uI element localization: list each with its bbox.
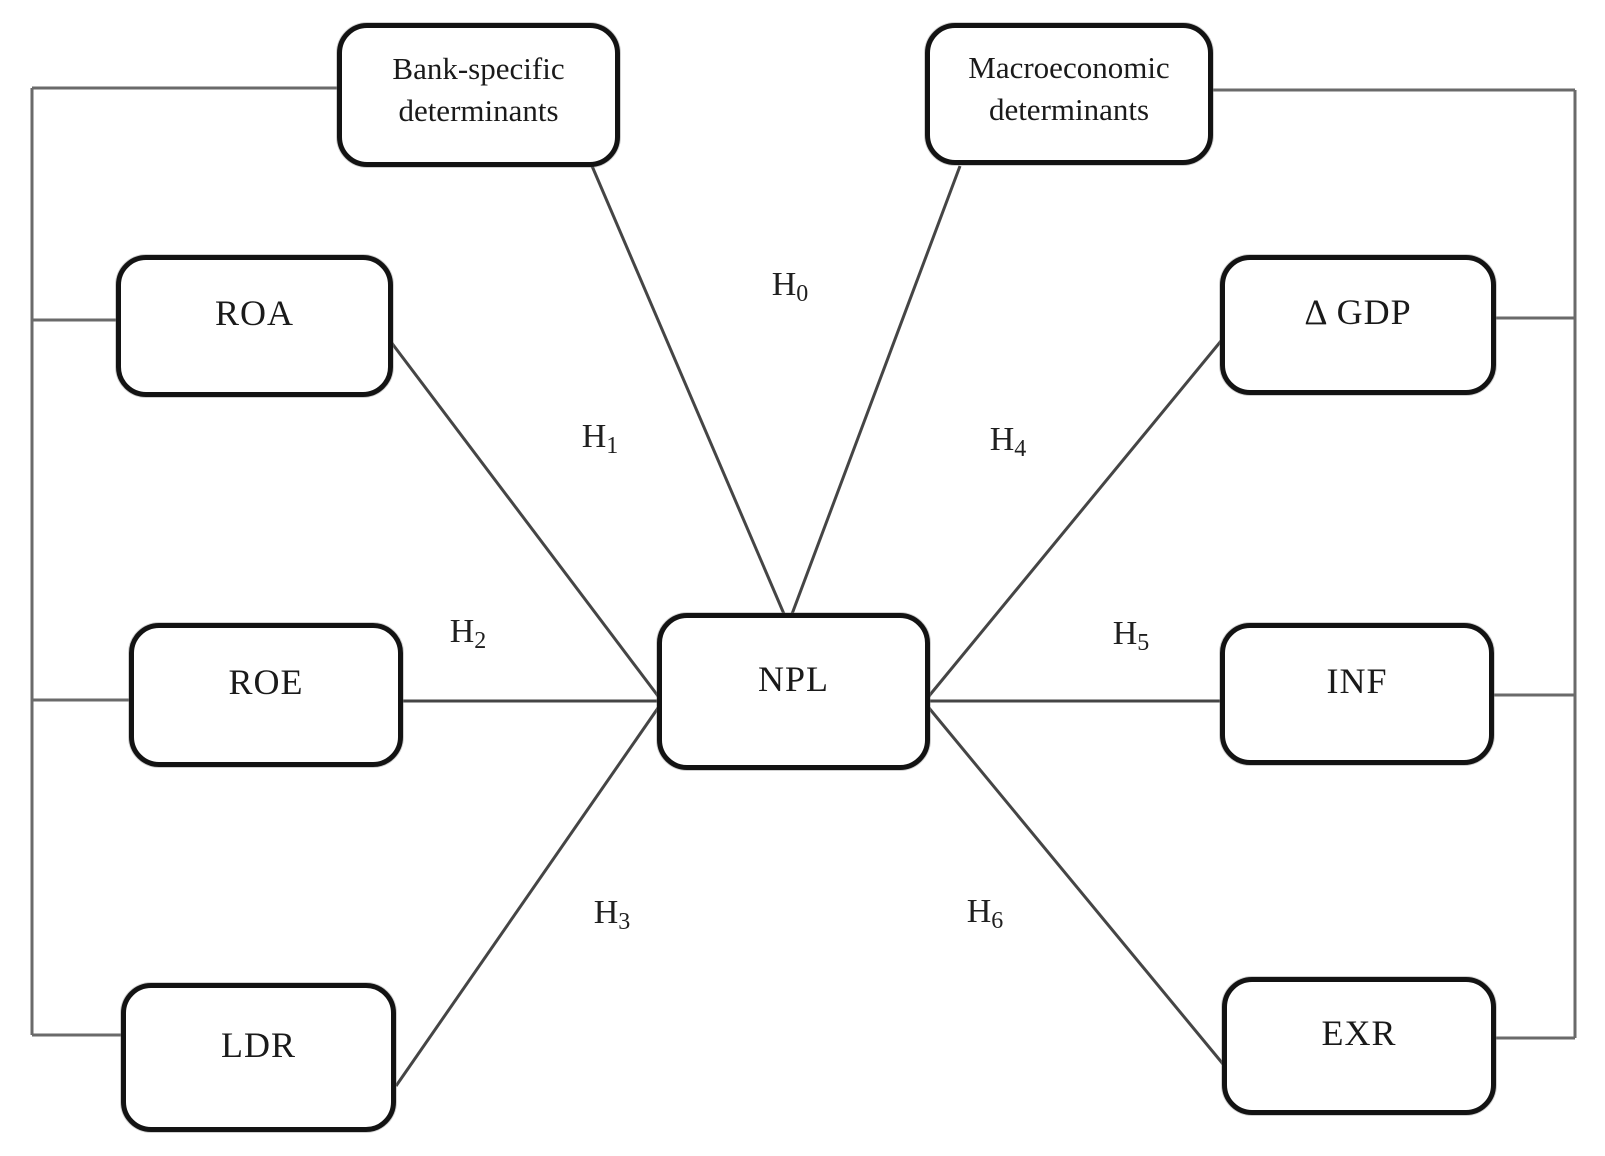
node-bank-specific-determinants: Bank-specific determinants <box>337 23 620 167</box>
hypothesis-h4-subscript: 4 <box>1014 436 1027 462</box>
node-npl-label: NPL <box>757 658 829 699</box>
node-roa-label: ROA <box>214 293 294 333</box>
node-bank-specific-determinants-label: Bank-specific determinants <box>392 51 565 128</box>
hypothesis-label-h2: H2 <box>449 613 487 654</box>
node-inf-label: INF <box>1326 661 1388 701</box>
hypothesis-label-h5: H5 <box>1112 615 1150 656</box>
hypothesis-h5-subscript: 5 <box>1137 630 1150 656</box>
connector-macro-npl-line <box>790 165 962 615</box>
hypothesis-h5-base: H <box>1112 615 1138 652</box>
hypothesis-label-h3: H3 <box>593 894 631 935</box>
hypothesis-h3-base: H <box>593 894 619 931</box>
hypothesis-h1-base: H <box>581 418 607 455</box>
node-exr: EXR <box>1222 977 1496 1115</box>
connector-ldr-npl-line <box>394 707 660 1087</box>
connector-npl-exr-line <box>927 707 1225 1065</box>
hypothesis-h6-subscript: 6 <box>991 908 1004 934</box>
node-ldr: LDR <box>121 983 396 1132</box>
node-roa: ROA <box>116 255 393 397</box>
hypothesis-label-h0: H0 <box>771 266 809 307</box>
hypothesis-h2-base: H <box>449 613 475 650</box>
node-inf: INF <box>1220 623 1494 765</box>
node-macroeconomic-determinants-label: Macroeconomic determinants <box>968 50 1170 127</box>
hypothesis-h1-subscript: 1 <box>606 433 619 459</box>
node-roe-label: ROE <box>228 662 304 702</box>
hypothesis-h0-base: H <box>771 266 797 303</box>
node-delta-gdp-label: Δ GDP <box>1304 292 1412 332</box>
hypothesis-label-h6: H6 <box>966 893 1004 934</box>
node-npl: NPL <box>657 613 930 770</box>
hypothesis-h3-subscript: 3 <box>618 909 631 935</box>
hypothesis-h0-subscript: 0 <box>796 281 809 307</box>
node-roe: ROE <box>129 623 403 767</box>
node-ldr-label: LDR <box>221 1024 296 1065</box>
hypothesis-label-h1: H1 <box>581 418 619 459</box>
node-exr-label: EXR <box>1321 1013 1397 1053</box>
hypothesis-h6-base: H <box>966 893 992 930</box>
hypothesis-h4-base: H <box>989 421 1015 458</box>
hypothesis-h2-subscript: 2 <box>474 628 487 654</box>
node-delta-gdp: Δ GDP <box>1220 255 1496 395</box>
node-macroeconomic-determinants: Macroeconomic determinants <box>925 23 1213 165</box>
connector-npl-gdp-line <box>927 340 1223 697</box>
hypothesis-label-h4: H4 <box>989 421 1027 462</box>
connector-bank-npl-line <box>590 165 786 615</box>
connector-roa-npl-line <box>389 341 660 697</box>
